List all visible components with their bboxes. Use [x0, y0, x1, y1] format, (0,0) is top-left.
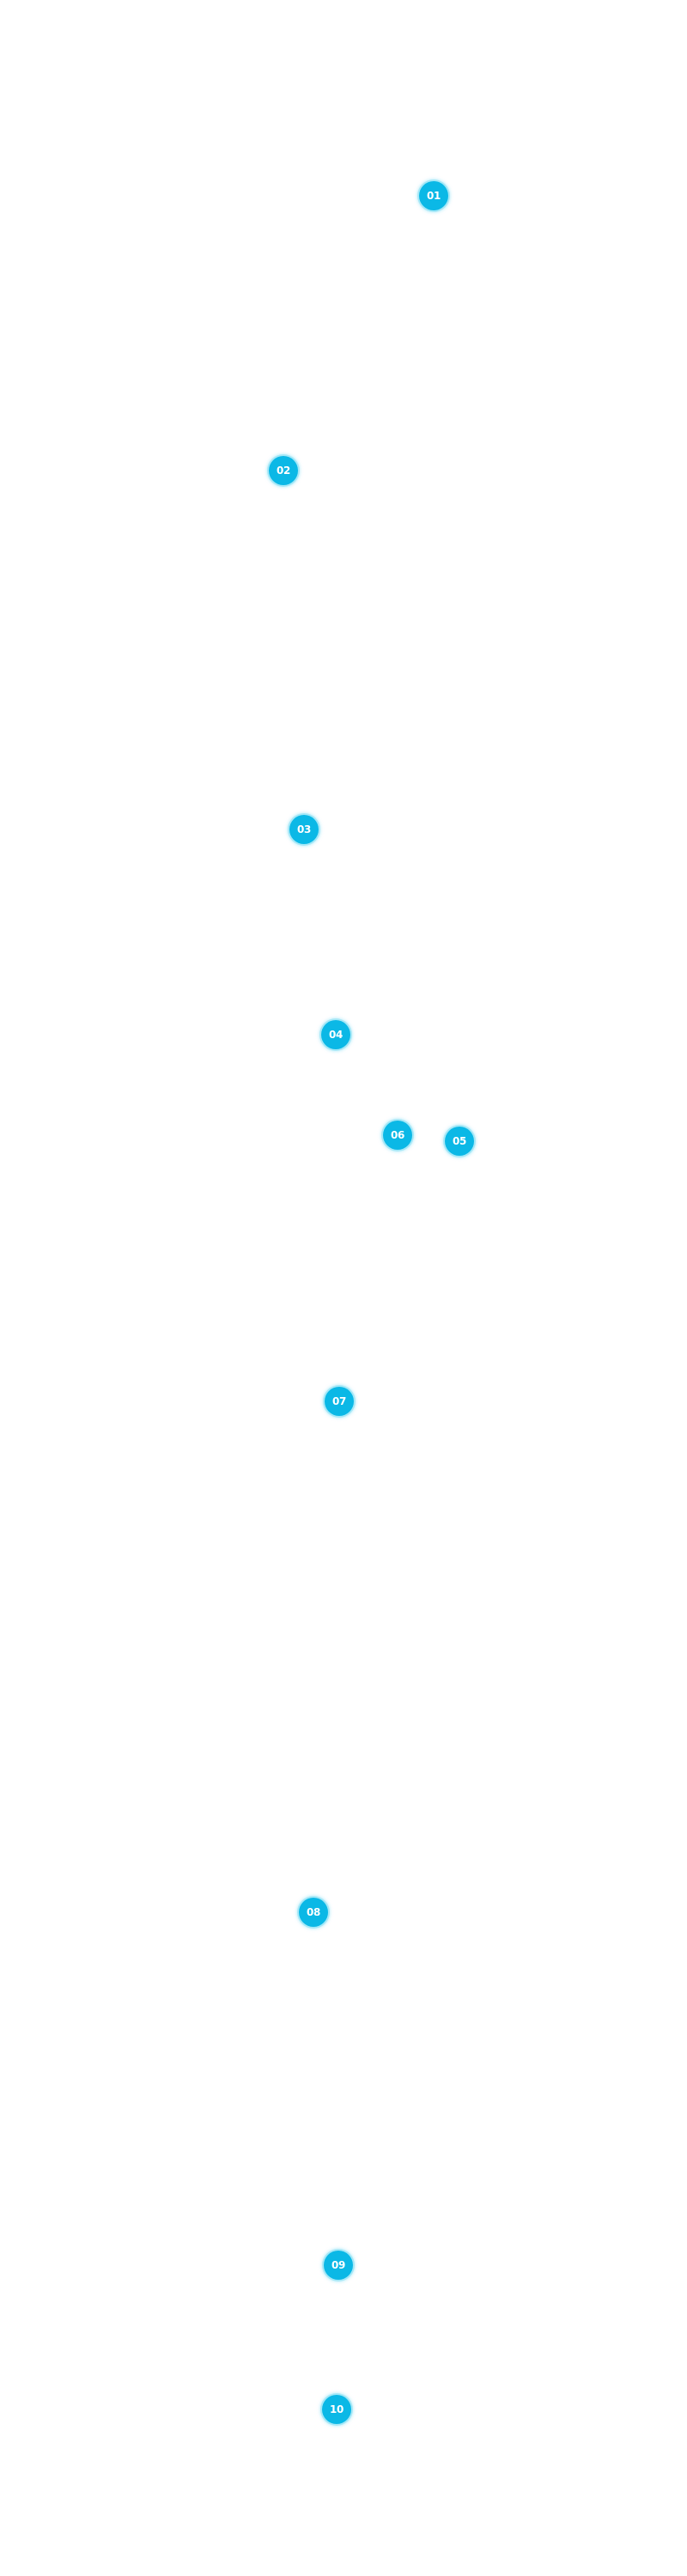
step-marker-label: 01 — [426, 190, 441, 202]
step-marker-06[interactable]: 06 — [383, 1121, 412, 1150]
step-marker-01[interactable]: 01 — [419, 181, 448, 210]
step-marker-label: 08 — [306, 1906, 321, 1918]
step-marker-03[interactable]: 03 — [289, 815, 319, 844]
step-marker-label: 06 — [390, 1129, 405, 1141]
step-marker-09[interactable]: 09 — [324, 2251, 353, 2280]
step-marker-label: 10 — [329, 2403, 344, 2415]
step-marker-10[interactable]: 10 — [322, 2395, 351, 2424]
step-marker-07[interactable]: 07 — [325, 1387, 354, 1416]
step-marker-05[interactable]: 05 — [445, 1127, 474, 1156]
step-marker-label: 03 — [296, 823, 312, 835]
step-marker-08[interactable]: 08 — [299, 1898, 328, 1927]
step-marker-02[interactable]: 02 — [269, 456, 298, 485]
step-marker-label: 07 — [331, 1395, 347, 1407]
step-marker-label: 02 — [276, 465, 291, 477]
step-marker-label: 05 — [452, 1135, 467, 1147]
step-marker-label: 09 — [331, 2259, 346, 2271]
step-marker-label: 04 — [328, 1029, 344, 1041]
step-marker-04[interactable]: 04 — [321, 1020, 350, 1049]
